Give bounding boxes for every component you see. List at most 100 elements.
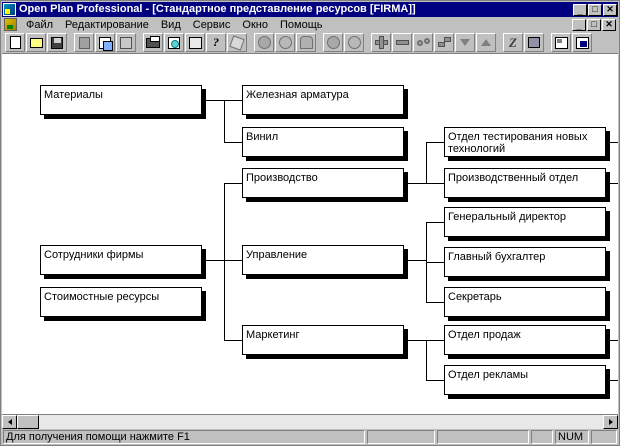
print-button[interactable] (143, 33, 163, 52)
print-preview-button[interactable] (164, 33, 184, 52)
minimize-button[interactable]: _ (573, 3, 587, 16)
node-upravlenie[interactable]: Управление (242, 245, 404, 275)
connector-segment (202, 260, 224, 261)
node-otdel-reklamy[interactable]: Отдел рекламы (444, 365, 606, 395)
toolbar: ? Z (2, 32, 618, 54)
move-down-icon (460, 39, 470, 46)
status-panel-3 (531, 430, 553, 444)
connector-segment (426, 183, 444, 184)
connector-segment (404, 260, 426, 261)
ellipse-pattern-icon (278, 36, 292, 49)
cut-button[interactable] (74, 33, 94, 52)
circle-alt-icon (347, 36, 361, 49)
connector-segment (224, 142, 242, 143)
restore-icon: □ (592, 3, 598, 14)
close-button[interactable]: ✕ (603, 3, 617, 16)
node-zheleznaya-armatura[interactable]: Железная арматура (242, 85, 404, 115)
paste-button[interactable] (116, 33, 136, 52)
node-proizvodstvennyy-otdel[interactable]: Производственный отдел (444, 168, 606, 198)
step-relation-button[interactable] (434, 33, 454, 52)
status-panel-5 (591, 430, 617, 444)
open-folder-icon (29, 37, 43, 48)
node-generalnyy-direktor[interactable]: Генеральный директор (444, 207, 606, 237)
status-message: Для получения помощи нажмите F1 (3, 430, 365, 444)
connector-segment (426, 142, 444, 143)
node-label: Стоимостные ресурсы (44, 291, 160, 303)
remove-button[interactable] (392, 33, 412, 52)
node-label: Генеральный директор (448, 211, 566, 223)
spelling-button[interactable] (227, 33, 247, 52)
circle-alt-button[interactable] (344, 33, 364, 52)
connector-segment (426, 142, 427, 183)
open-button[interactable] (26, 33, 46, 52)
new-document-button[interactable] (5, 33, 25, 52)
window-controls: _ □ ✕ (573, 3, 617, 16)
child-restore-button[interactable]: □ (587, 18, 601, 31)
ellipse-filled-button[interactable] (254, 33, 274, 52)
node-label: Материалы (44, 89, 103, 101)
node-sotrudniki-firmy[interactable]: Сотрудники фирмы (40, 245, 202, 275)
menu-item-file[interactable]: Файл (26, 18, 54, 31)
scroll-right-button[interactable] (603, 415, 618, 429)
ellipse-pattern-button[interactable] (275, 33, 295, 52)
cascade-window-button[interactable] (572, 33, 592, 52)
connector-stub (606, 142, 618, 143)
ellipse-filled-icon (257, 36, 271, 49)
node-materialy[interactable]: Материалы (40, 85, 202, 115)
child-close-icon: ✕ (605, 18, 613, 29)
rounded-rect-button[interactable] (296, 33, 316, 52)
minimize-icon: _ (577, 5, 583, 16)
status-panel-2 (437, 430, 529, 444)
tile-window-button[interactable] (551, 33, 571, 52)
connector-segment (224, 340, 242, 341)
connector-segment (202, 100, 224, 101)
scrollbar-track[interactable] (17, 415, 603, 429)
help-button[interactable]: ? (206, 33, 226, 52)
node-label: Сотрудники фирмы (44, 249, 144, 261)
status-panel-1 (367, 430, 435, 444)
link-button[interactable] (413, 33, 433, 52)
restore-button[interactable]: □ (588, 3, 602, 16)
menu-item-edit[interactable]: Редактирование (65, 18, 149, 31)
scroll-left-button[interactable] (2, 415, 17, 429)
connector-segment (426, 222, 444, 223)
zigzag-button[interactable]: Z (503, 33, 523, 52)
horizontal-scrollbar[interactable] (2, 414, 618, 429)
diagram-canvas[interactable]: Материалы Сотрудники фирмы Стоимостные р… (2, 54, 618, 414)
child-minimize-button[interactable]: _ (572, 18, 586, 31)
circle-button[interactable] (323, 33, 343, 52)
node-vinil[interactable]: Винил (242, 127, 404, 157)
node-sekretar[interactable]: Секретарь (444, 287, 606, 317)
save-button[interactable] (47, 33, 67, 52)
node-label: Отдел рекламы (448, 369, 529, 381)
move-up-button[interactable] (476, 33, 496, 52)
sort-button[interactable] (185, 33, 205, 52)
connector-segment (404, 340, 426, 341)
window-title: Open Plan Professional - [Стандартное пр… (19, 3, 416, 15)
document-icon[interactable] (4, 18, 17, 31)
menu-item-tools[interactable]: Сервис (192, 18, 231, 31)
help-question-icon: ? (213, 35, 219, 49)
node-proizvodstvo[interactable]: Производство (242, 168, 404, 198)
node-label: Отдел тестирования новых технологий (448, 131, 588, 155)
child-restore-icon: □ (591, 18, 597, 29)
node-otdel-prodazh[interactable]: Отдел продаж (444, 325, 606, 355)
node-label: Производство (246, 172, 318, 184)
node-label: Винил (246, 131, 279, 143)
scrollbar-thumb[interactable] (17, 415, 39, 429)
node-stoimostnye-resursy[interactable]: Стоимостные ресурсы (40, 287, 202, 317)
node-glavnyy-buhgalter[interactable]: Главный бухгалтер (444, 247, 606, 277)
child-close-button[interactable]: ✕ (602, 18, 616, 31)
menu-item-help[interactable]: Помощь (279, 18, 323, 31)
tile-window-icon (554, 36, 568, 49)
node-otdel-testirovaniya[interactable]: Отдел тестирования новых технологий (444, 127, 606, 157)
menu-item-view[interactable]: Вид (160, 18, 181, 31)
move-down-button[interactable] (455, 33, 475, 52)
menu-item-window[interactable]: Окно (242, 18, 268, 31)
step-relation-icon (437, 37, 451, 48)
add-button[interactable] (371, 33, 391, 52)
connector-segment (224, 260, 242, 261)
node-marketing[interactable]: Маркетинг (242, 325, 404, 355)
table-button[interactable] (524, 33, 544, 52)
copy-button[interactable] (95, 33, 115, 52)
